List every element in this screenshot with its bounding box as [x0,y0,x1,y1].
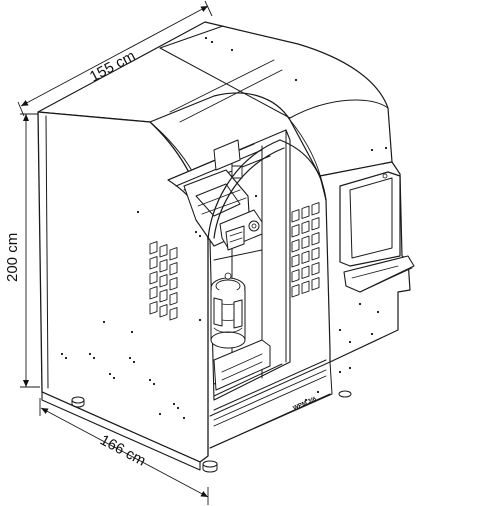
height-label: 200 cm [4,233,21,282]
rotary-fixture [210,272,246,349]
rivet-dot [348,366,352,370]
vent-slot [149,301,158,315]
left-vent-grid [149,241,178,321]
vent-slot [159,289,168,303]
rivet-dot [384,146,388,150]
vent-slot [301,250,310,264]
rivet-dot [112,376,116,380]
rivet-dot [316,390,320,394]
vent-slot [291,209,300,223]
rivet-dot [376,310,380,314]
vent-slot [159,274,168,288]
vent-slot [311,277,320,291]
rivet-dot [194,230,198,234]
vent-slot [169,247,178,261]
rivet-dot [158,412,162,416]
vent-slot [301,265,310,279]
rivet-dot [92,356,96,360]
vent-slot [159,259,168,273]
rivet-dot [198,234,202,238]
vent-slot [311,262,320,276]
vent-slot [301,220,310,234]
vent-slot [169,292,178,306]
left-panel-dots [60,210,202,420]
model-label: WPM 3/6 [292,396,318,412]
vent-slot [301,280,310,294]
vent-slot [291,254,300,268]
vent-slot [159,304,168,318]
vent-slot [149,286,158,300]
vent-slot [291,284,300,298]
rivet-dot [128,356,132,360]
vent-slot [169,262,178,276]
rivet-dot [176,406,180,410]
rivet-dot [136,210,140,214]
rivet-dot [358,302,362,306]
rivet-dot [294,78,298,82]
rivet-dot [230,48,234,52]
rivet-dot [132,360,136,364]
rivet-dot [130,330,134,334]
rivet-dot [102,320,106,324]
rivet-dot [338,328,342,332]
rivet-dot [370,332,374,336]
rivet-dot [64,356,68,360]
vent-slot [291,269,300,283]
vent-slot [291,224,300,238]
vent-slot [311,202,320,216]
vent-slot [301,205,310,219]
rivet-dot [210,40,214,44]
vent-slot [149,271,158,285]
dimension-height: 200 cm [4,113,40,388]
vent-slot [149,241,158,255]
rivet-dot [198,318,202,322]
rivet-dot [254,194,258,198]
vent-slot [169,307,178,321]
rivet-dot [152,382,156,386]
vent-slot [291,239,300,253]
vent-slot [159,244,168,258]
rivet-dot [338,370,342,374]
right-panel-dots [204,36,388,402]
rivet-dot [172,402,176,406]
control-panel [339,171,415,293]
vent-slot [169,277,178,291]
right-vent-grid [291,202,320,298]
vent-slot [301,235,310,249]
rivet-dot [182,416,186,420]
rivet-dot [370,148,374,152]
rivet-dot [148,378,152,382]
vent-slot [311,247,320,261]
vent-slot [311,232,320,246]
rivet-dot [60,352,64,356]
rivet-dot [348,340,352,344]
rivet-dot [108,372,112,376]
rivet-dot [304,398,308,402]
rivet-dot [88,352,92,356]
rivet-dot [204,36,208,40]
vent-slot [149,256,158,270]
vent-slot [311,217,320,231]
